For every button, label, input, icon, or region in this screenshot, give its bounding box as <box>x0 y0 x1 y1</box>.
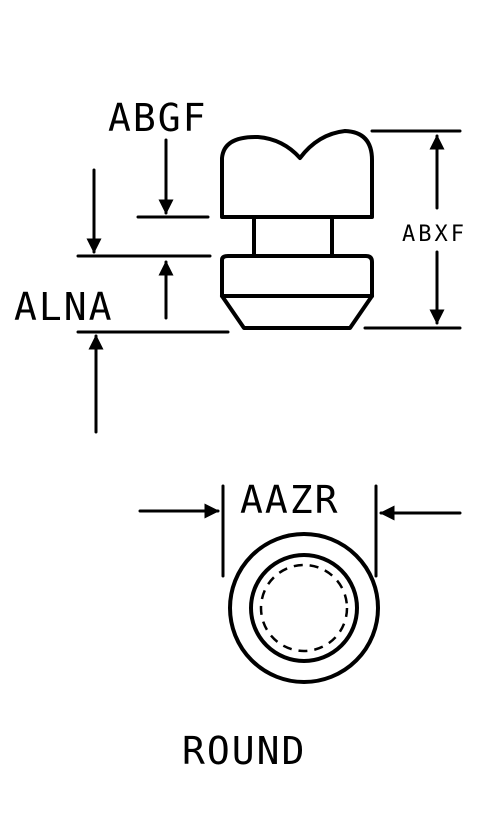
side-view <box>220 129 374 330</box>
shape-caption: ROUND <box>182 729 306 773</box>
hidden-circle <box>259 563 349 653</box>
alna-dimension: ALNA <box>14 168 230 434</box>
abgf-label: ABGF <box>108 96 208 140</box>
inner-circle <box>249 553 359 663</box>
part-base <box>220 254 374 298</box>
part-head <box>220 129 374 219</box>
abxf-label: ABXF <box>402 222 467 247</box>
part-chamfer <box>220 294 374 330</box>
aazr-label: AAZR <box>240 478 340 522</box>
alna-label: ALNA <box>14 285 114 329</box>
abxf-dimension: ABXF <box>363 129 467 330</box>
aazr-dimension: AAZR <box>138 478 462 578</box>
outer-circle <box>228 532 380 684</box>
abgf-dimension: ABGF <box>108 96 210 219</box>
top-view <box>228 532 380 684</box>
